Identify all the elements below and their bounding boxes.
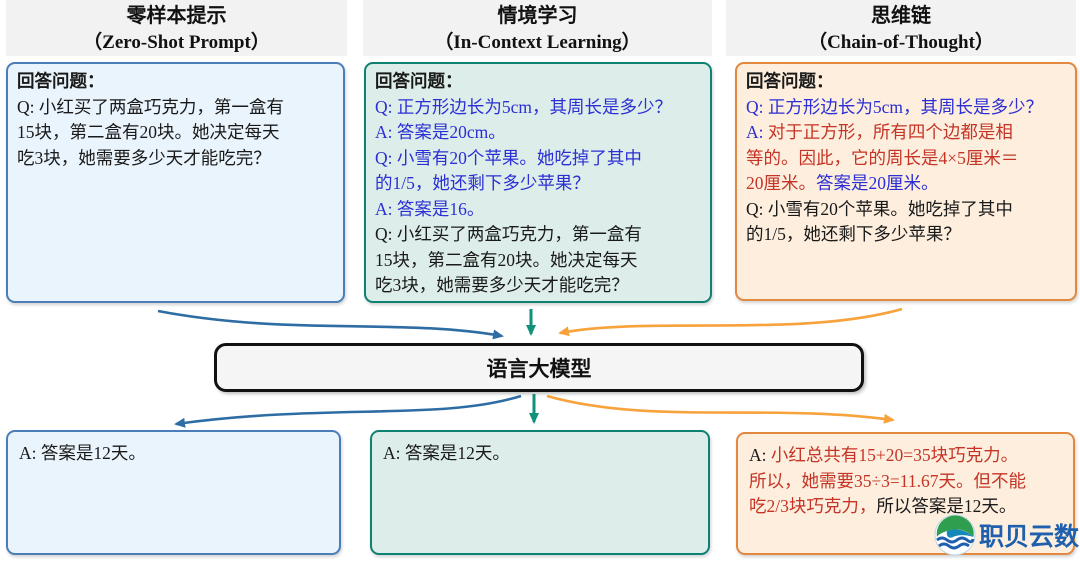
- arrow-model-to-zero-shot-answer: [174, 394, 522, 428]
- column-header-in-context-learning: 情境学习 （In-Context Learning）: [363, 0, 712, 56]
- chain-of-thought-answer-box: A: 小红总共有15+20=35块巧克力。 所以，她需要35÷3=11.67天。…: [736, 432, 1075, 555]
- language-model-label: 语言大模型: [486, 356, 592, 381]
- zhibei-logo-text: 职贝云数: [978, 522, 1079, 551]
- zero-shot-answer-box: A: 答案是12天。: [6, 430, 341, 555]
- header-title-en: （Zero-Shot Prompt）: [83, 32, 270, 53]
- header-title-zh: 思维链: [871, 5, 931, 27]
- column-header-chain-of-thought: 思维链 （Chain-of-Thought）: [726, 0, 1076, 56]
- column-header-zero-shot: 零样本提示 （Zero-Shot Prompt）: [6, 0, 347, 56]
- arrow-cot-to-model: [558, 307, 903, 337]
- zhibei-logo: 职贝云数: [933, 511, 1079, 558]
- arrow-model-to-cot-answer: [546, 394, 895, 424]
- language-model-box: 语言大模型: [214, 343, 864, 392]
- zhibei-logo-icon: [934, 514, 976, 555]
- in-context-learning-prompt-box: 回答问题： Q: 正方形边长为5cm，其周长是多少？ A: 答案是20cm。 Q…: [364, 62, 712, 303]
- chain-of-thought-prompt-box: 回答问题： Q: 正方形边长为5cm，其周长是多少？ A: 对于正方形，所有四个…: [735, 62, 1077, 301]
- header-title-zh: 零样本提示: [126, 5, 227, 27]
- arrow-zero-shot-to-model: [157, 309, 504, 340]
- header-title-zh: 情境学习: [497, 5, 578, 27]
- in-context-learning-answer-box: A: 答案是12天。: [370, 430, 710, 555]
- zero-shot-prompt-box: 回答问题： Q: 小红买了两盒巧克力，第一盒有 15块，第二盒有20块。她决定每…: [6, 62, 345, 303]
- header-title-en: （In-Context Learning）: [434, 32, 641, 53]
- header-title-en: （Chain-of-Thought）: [808, 32, 994, 53]
